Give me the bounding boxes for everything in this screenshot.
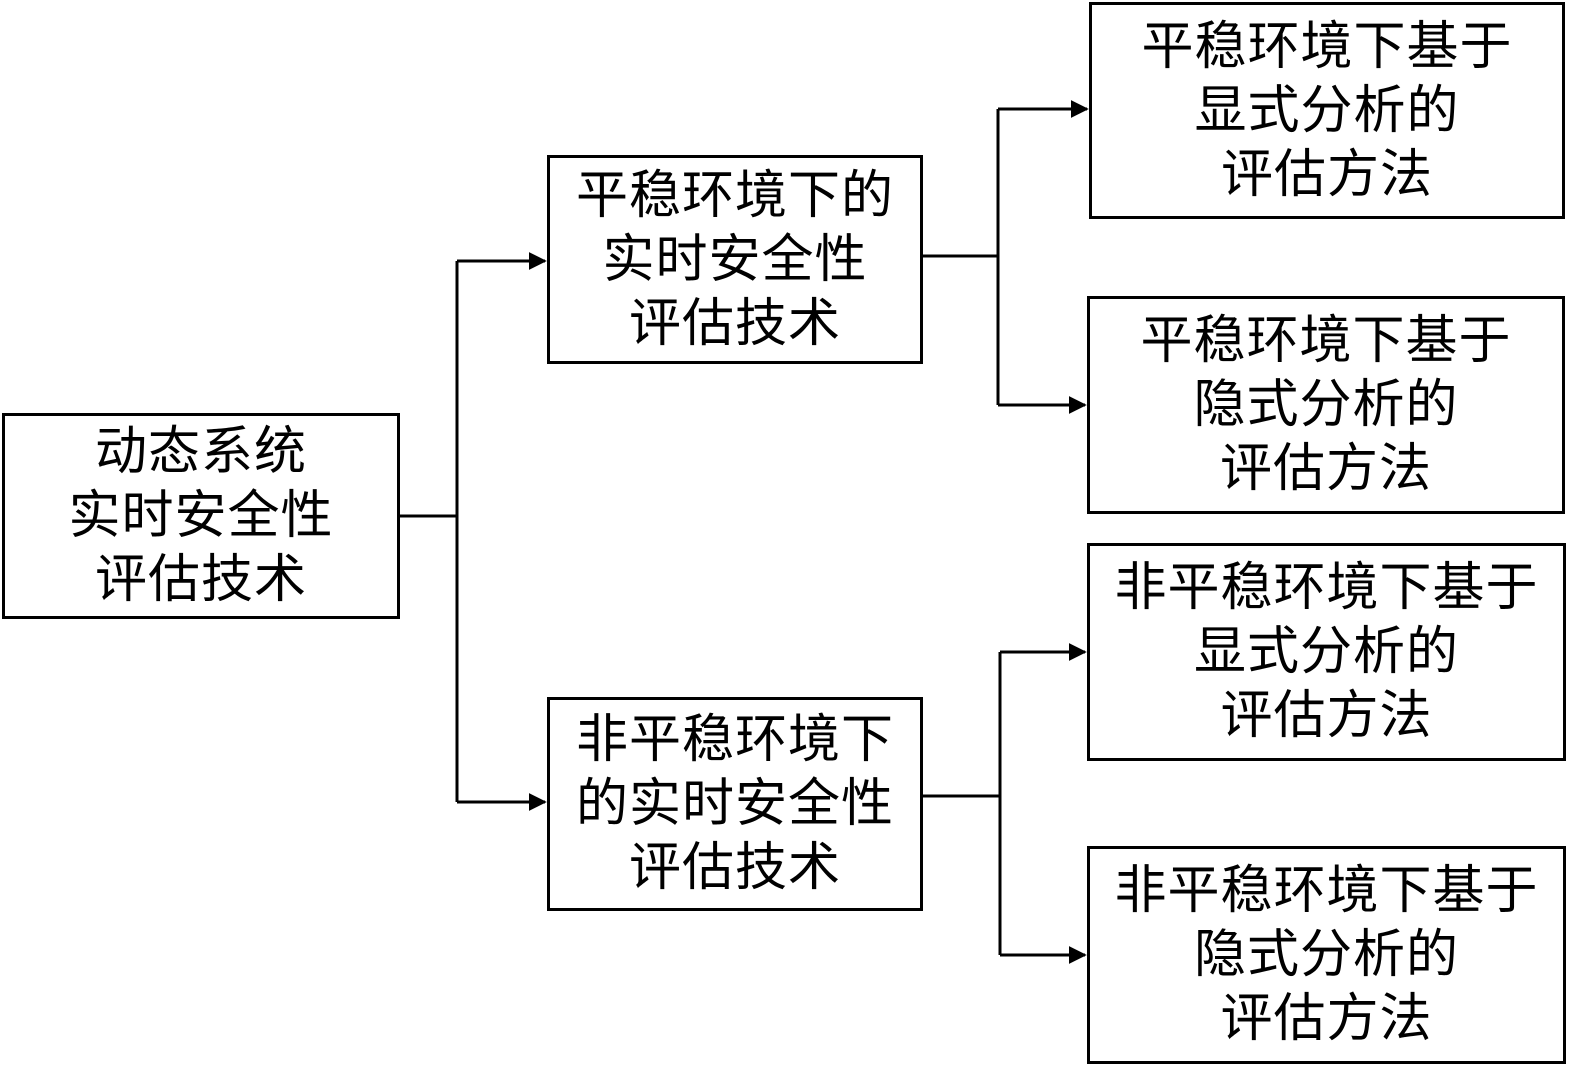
- stationary-branch-line-2: 实时安全性: [602, 229, 868, 290]
- stationary-implicit-method-node: 平稳环境下基于 隐式分析的 评估方法: [1087, 296, 1565, 514]
- nonstationary-explicit-line-1: 非平稳环境下基于: [1114, 558, 1539, 618]
- stationary-implicit-line-1: 平稳环境下基于: [1140, 311, 1512, 371]
- root-node-line-2: 实时安全性: [68, 486, 334, 546]
- stationary-explicit-line-1: 平稳环境下基于: [1141, 16, 1513, 77]
- stationary-explicit-method-node: 平稳环境下基于 显式分析的 评估方法: [1089, 2, 1565, 219]
- nonstationary-explicit-line-2: 显式分析的: [1193, 622, 1459, 682]
- nonstationary-branch-line-1: 非平稳环境下: [575, 710, 894, 770]
- stationary-implicit-line-3: 评估方法: [1219, 439, 1432, 499]
- root-node: 动态系统 实时安全性 评估技术: [2, 413, 400, 619]
- nonstationary-implicit-line-1: 非平稳环境下基于: [1114, 861, 1539, 921]
- stationary-implicit-line-2: 隐式分析的: [1193, 375, 1459, 435]
- nonstationary-implicit-line-3: 评估方法: [1220, 989, 1433, 1049]
- nonstationary-explicit-line-3: 评估方法: [1220, 686, 1433, 746]
- stationary-branch-line-1: 平稳环境下的: [575, 165, 894, 226]
- stationary-branch-line-3: 评估技术: [628, 293, 841, 354]
- nonstationary-implicit-method-node: 非平稳环境下基于 隐式分析的 评估方法: [1087, 846, 1566, 1064]
- nonstationary-branch-line-2: 的实时安全性: [575, 774, 894, 834]
- nonstationary-branch-line-3: 评估技术: [628, 838, 841, 898]
- stationary-explicit-line-3: 评估方法: [1220, 144, 1433, 205]
- nonstationary-implicit-line-2: 隐式分析的: [1193, 925, 1459, 985]
- nonstationary-branch-node: 非平稳环境下 的实时安全性 评估技术: [547, 697, 923, 911]
- root-node-line-3: 评估技术: [94, 550, 307, 610]
- stationary-explicit-line-2: 显式分析的: [1194, 80, 1460, 141]
- stationary-branch-node: 平稳环境下的 实时安全性 评估技术: [547, 155, 923, 364]
- root-node-line-1: 动态系统: [94, 422, 307, 482]
- nonstationary-explicit-method-node: 非平稳环境下基于 显式分析的 评估方法: [1087, 543, 1566, 761]
